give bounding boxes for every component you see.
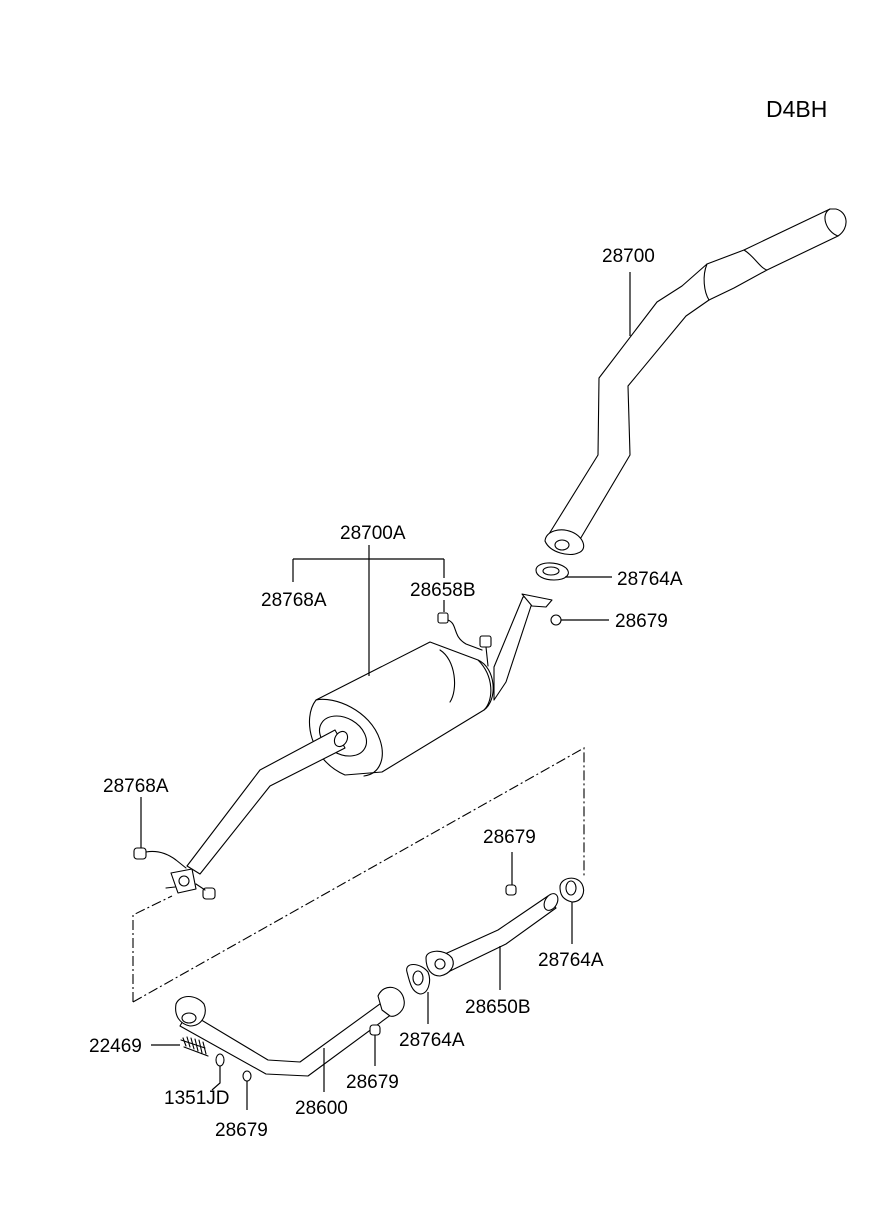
spring-part — [180, 1036, 209, 1057]
label-bolt: 1351JD — [164, 1088, 230, 1109]
nut-bottom-part — [242, 1070, 252, 1082]
label-spring: 22469 — [89, 1036, 142, 1057]
nut-middle-part — [505, 884, 517, 896]
label-gasket-middle: 28764A — [399, 1030, 465, 1051]
muffler-part — [165, 593, 553, 894]
assembly-dashed-box — [132, 747, 585, 1003]
hanger-front-part — [133, 847, 216, 900]
gasket-right-part — [559, 877, 585, 903]
engine-code-label: D4BH — [766, 96, 827, 122]
label-front-pipe: 28600 — [295, 1098, 348, 1119]
label-nut-upper: 28679 — [615, 611, 668, 632]
nut-front-pipe-part — [369, 1024, 381, 1036]
label-nut-front-pipe: 28679 — [346, 1072, 399, 1093]
label-hanger-front: 28768A — [103, 776, 169, 797]
bolt-part — [215, 1053, 225, 1067]
leader-lines — [140, 272, 631, 1110]
nut-upper-part — [550, 614, 562, 626]
label-nut-bottom: 28679 — [215, 1120, 268, 1141]
center-pipe-part — [425, 893, 559, 977]
label-center-pipe: 28650B — [465, 997, 531, 1018]
label-tail-pipe: 28700 — [602, 246, 655, 267]
label-nut-middle: 28679 — [483, 827, 536, 848]
gasket-upper-part — [535, 562, 569, 581]
label-bracket: 28658B — [410, 580, 476, 601]
label-muffler-assy: 28700A — [340, 523, 406, 544]
tail-pipe-part — [544, 208, 847, 556]
bracket-part — [437, 612, 492, 667]
gasket-middle-part — [406, 963, 431, 995]
label-hanger-rear: 28768A — [261, 590, 327, 611]
front-pipe-part — [175, 986, 405, 1077]
label-gasket-right: 28764A — [538, 950, 604, 971]
label-gasket-upper: 28764A — [617, 569, 683, 590]
